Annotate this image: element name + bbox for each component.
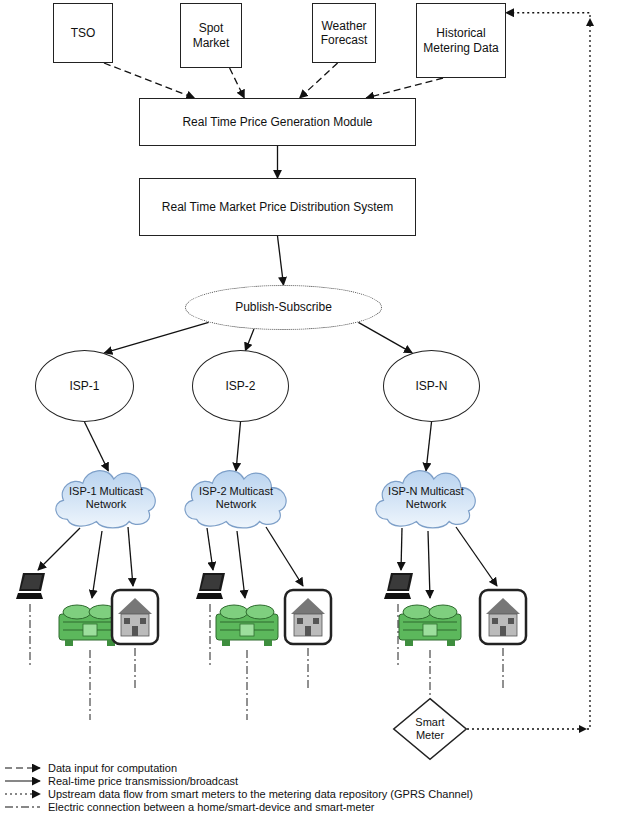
node-label: ISP-1 Multicast Network: [67, 485, 145, 511]
connector: [358, 322, 412, 353]
node-label: Real Time Market Price Distribution Syst…: [162, 200, 393, 214]
connector: [245, 329, 254, 351]
text-block: Publish-Subscribe: [231, 298, 336, 316]
text-block: Real Time Market Price Distribution Syst…: [158, 198, 397, 216]
text-block: TSO: [67, 24, 100, 42]
network-cloud: ISP-N Multicast Network: [368, 462, 484, 530]
legend-text: Electric connection between a home/smart…: [48, 800, 374, 814]
text-block: ISP-2: [221, 377, 259, 395]
node-label: ISP-1: [69, 379, 99, 393]
node-label: Publish-Subscribe: [235, 300, 332, 314]
node-label: Smart Meter: [407, 716, 453, 742]
text-block: ISP-N: [411, 377, 451, 395]
text-block: Weather Forecast: [313, 17, 375, 50]
process-box: Real Time Price Generation Module: [139, 98, 416, 146]
process-box: Historical Metering Data: [416, 3, 506, 78]
text-block: Spot Market: [181, 19, 241, 52]
bus-ellipse: Publish-Subscribe: [185, 285, 382, 330]
process-box: Real Time Market Price Distribution Syst…: [139, 178, 416, 236]
legend-text: Upstream data flow from smart meters to …: [48, 787, 473, 801]
node-label: Real Time Price Generation Module: [182, 115, 372, 129]
connector: [366, 78, 443, 98]
legend-text: Real-time price transmission/broadcast: [48, 774, 238, 788]
text-block: ISP-N Multicast Network: [383, 479, 469, 513]
node-label: ISP-N: [415, 379, 447, 393]
text-block: ISP-1 Multicast Network: [63, 479, 149, 513]
connector: [230, 68, 245, 98]
connector: [300, 63, 338, 98]
connector: [236, 422, 241, 471]
connector: [467, 13, 590, 729]
connector: [277, 146, 278, 178]
network-cloud: ISP-2 Multicast Network: [177, 462, 295, 530]
node-label: ISP-2 Multicast Network: [197, 485, 275, 511]
meter-diamond: Smart Meter: [393, 698, 467, 760]
isp-circle: ISP-1: [35, 350, 134, 422]
connector: [104, 322, 208, 353]
isp-circle: ISP-N: [383, 350, 480, 422]
isp-circle: ISP-2: [192, 350, 289, 422]
process-box: Spot Market: [180, 3, 242, 68]
text-block: Historical Metering Data: [417, 24, 505, 57]
node-label: Historical Metering Data: [421, 26, 501, 55]
connector: [426, 422, 432, 471]
legend-text: Data input for computation: [48, 761, 177, 775]
network-cloud: ISP-1 Multicast Network: [48, 462, 164, 530]
node-label: ISP-2: [225, 379, 255, 393]
text-block: Real Time Price Generation Module: [178, 113, 376, 131]
connector: [278, 236, 284, 285]
node-label: Weather Forecast: [317, 19, 371, 48]
process-box: Weather Forecast: [312, 3, 376, 63]
node-label: TSO: [71, 26, 96, 40]
node-label: ISP-N Multicast Network: [387, 485, 465, 511]
connector: [104, 63, 194, 98]
node-label: Spot Market: [185, 21, 237, 50]
text-block: ISP-1: [65, 377, 103, 395]
text-block: ISP-2 Multicast Network: [193, 479, 279, 513]
connector: [85, 422, 109, 471]
text-block: Smart Meter: [407, 716, 453, 742]
process-box: TSO: [53, 3, 113, 63]
